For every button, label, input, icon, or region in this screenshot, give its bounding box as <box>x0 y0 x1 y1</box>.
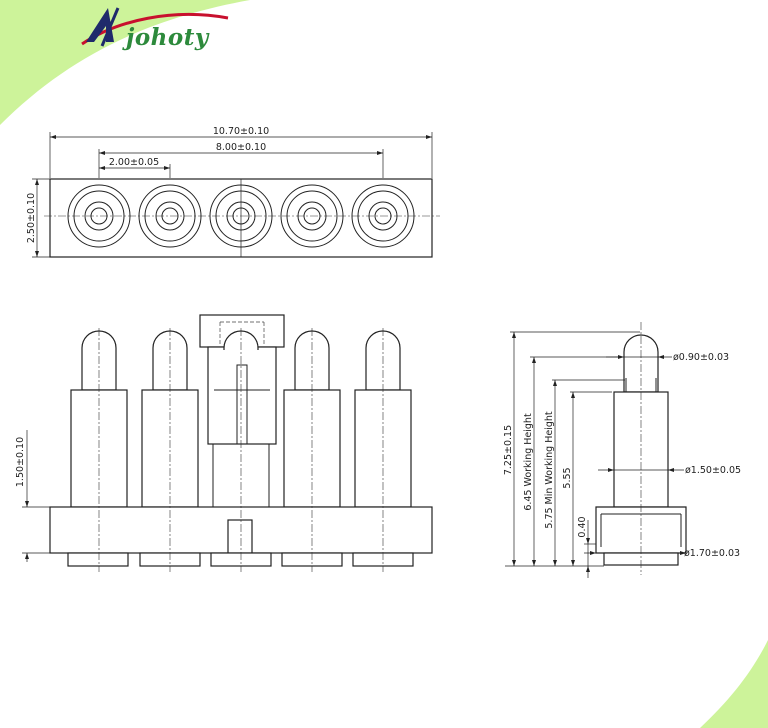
dim-min-working-height: 5.75 Min Working Height <box>544 411 555 528</box>
pin-hole <box>351 184 415 248</box>
base-feet <box>67 552 414 567</box>
center-latch <box>199 314 285 445</box>
logo-mark-icon <box>81 7 229 47</box>
bottom-right-green-arc <box>700 640 768 728</box>
dim-barrel-dia: ø1.50±0.05 <box>685 465 741 476</box>
dim-overall-length: 10.70±0.10 <box>213 126 269 137</box>
dim-barrel-height: 5.55 <box>562 467 573 488</box>
side-view: 7.25±0.15 6.45 Working Height 5.75 Min W… <box>503 322 741 578</box>
pin-hole <box>209 184 273 248</box>
top-view-pin-holes <box>67 184 415 248</box>
dim-base-dia: ø1.70±0.03 <box>684 548 740 559</box>
pin-hole <box>67 184 131 248</box>
pin-hole <box>138 184 202 248</box>
dim-plunger-dia: ø0.90±0.03 <box>673 352 729 363</box>
top-view: 10.70±0.10 8.00±0.10 2.00±0.05 2.50±0.10 <box>26 126 440 258</box>
dim-body-height: 1.50±0.10 <box>15 437 26 487</box>
pin-hole <box>280 184 344 248</box>
side-plunger <box>623 334 659 393</box>
dim-pitch-span: 8.00±0.10 <box>216 142 266 153</box>
front-view: 1.50±0.10 <box>15 314 433 572</box>
top-left-green-arc <box>0 0 250 125</box>
dim-base-height: 0.40 <box>577 516 588 537</box>
dim-working-height: 6.45 Working Height <box>523 413 534 511</box>
dim-total-height: 7.25±0.15 <box>503 425 514 475</box>
logo-text: johoty <box>126 24 209 51</box>
dim-body-width: 2.50±0.10 <box>26 193 37 243</box>
dim-pitch: 2.00±0.05 <box>109 157 159 168</box>
